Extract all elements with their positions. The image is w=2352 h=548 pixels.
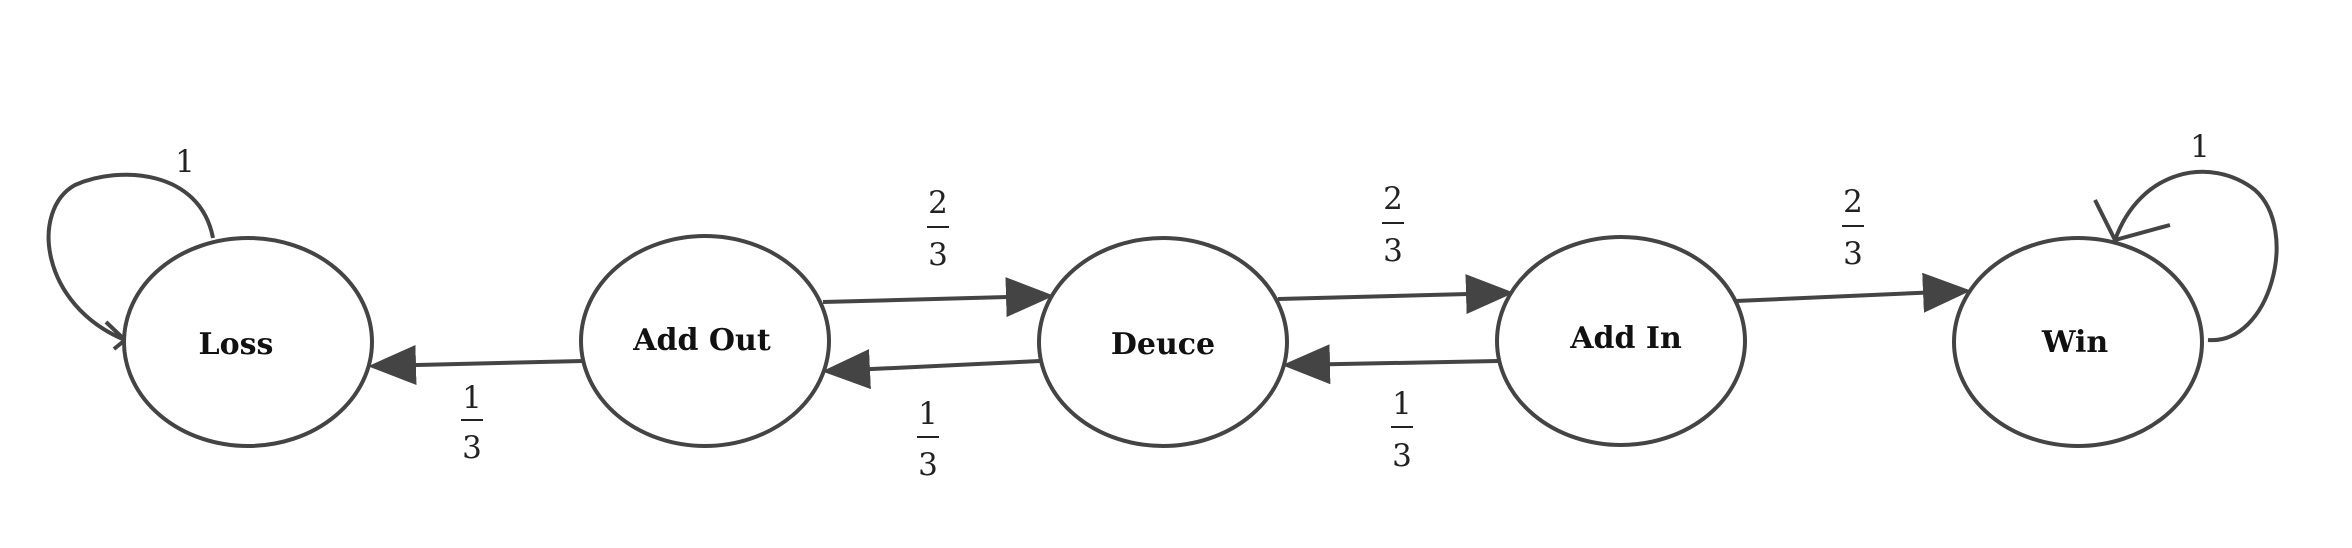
edge-addout-to-deuce (822, 277, 1054, 318)
prob-label-addout-to-deuce: 2 3 (927, 185, 949, 273)
edge-addin-to-win (1735, 272, 1971, 313)
prob-numerator: 2 (1383, 181, 1403, 217)
state-label-loss: Loss (199, 327, 274, 362)
state-label-deuce: Deuce (1111, 327, 1215, 362)
state-label-add-out: Add Out (632, 323, 771, 358)
edge-deuce-to-addout (822, 349, 1041, 390)
edge-addin-to-deuce (1282, 344, 1499, 385)
win-self-loop: 1 (2093, 129, 2279, 343)
loss-self-loop-prob: 1 (175, 144, 195, 180)
prob-label-addin-to-win: 2 3 (1842, 184, 1864, 272)
prob-denominator: 3 (462, 430, 482, 466)
loss-self-loop: 1 (46, 144, 215, 351)
prob-numerator: 2 (1843, 184, 1863, 220)
state-label-win: Win (2041, 325, 2109, 360)
prob-label-addout-to-loss: 1 3 (461, 380, 483, 466)
prob-label-deuce-to-addout: 1 3 (917, 396, 939, 483)
prob-label-addin-to-deuce: 1 3 (1391, 386, 1413, 474)
prob-numerator: 1 (1392, 386, 1412, 422)
prob-denominator: 3 (1843, 236, 1863, 272)
state-node-add-out: Add Out (579, 234, 831, 448)
prob-denominator: 3 (928, 237, 948, 273)
state-label-add-in: Add In (1569, 321, 1682, 356)
state-node-win: Win (1952, 236, 2204, 448)
prob-denominator: 3 (1383, 233, 1403, 269)
state-node-deuce: Deuce (1037, 236, 1289, 448)
win-self-loop-prob: 1 (2190, 129, 2210, 165)
prob-label-deuce-to-addin: 2 3 (1382, 181, 1404, 269)
prob-numerator: 1 (462, 380, 482, 416)
edge-deuce-to-addin (1277, 274, 1514, 315)
prob-numerator: 1 (918, 396, 938, 432)
state-node-add-in: Add In (1495, 235, 1747, 447)
edge-addout-to-loss (368, 345, 584, 386)
prob-denominator: 3 (918, 447, 938, 483)
prob-denominator: 3 (1392, 438, 1412, 474)
prob-numerator: 2 (928, 185, 948, 221)
state-node-loss: Loss (122, 236, 374, 448)
